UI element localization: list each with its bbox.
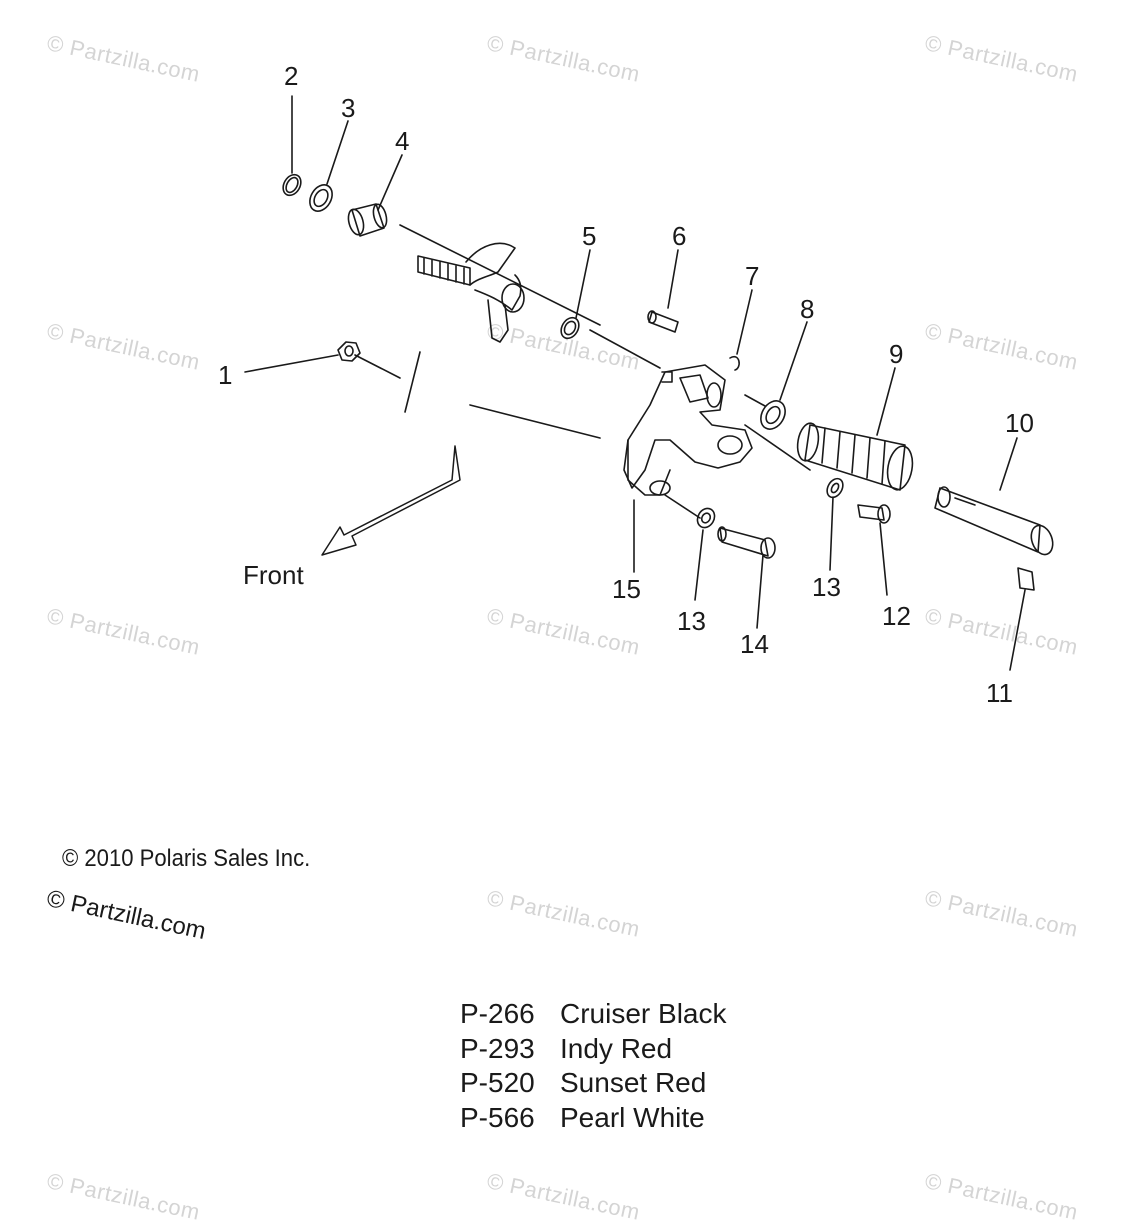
part-shift-peg — [934, 486, 1054, 556]
part-nut — [337, 341, 361, 362]
watermark: © Partzilla.com — [484, 885, 643, 942]
leader-line — [1009, 589, 1026, 671]
color-code-row: P-293 Indy Red — [460, 1032, 726, 1067]
shaft-axis-line — [404, 351, 421, 413]
watermark: © Partzilla.com — [44, 1168, 203, 1225]
leader-line — [736, 289, 753, 355]
callout-14: 14 — [740, 629, 769, 659]
part-set-screw — [1017, 567, 1035, 591]
part-o-ring — [560, 316, 580, 340]
part-washer — [309, 184, 333, 212]
shaft-axis-line — [744, 424, 811, 471]
color-name: Sunset Red — [560, 1067, 707, 1098]
copyright-notice: © 2010 Polaris Sales Inc. — [62, 845, 311, 872]
callout-11: 11 — [986, 678, 1013, 708]
part-shift-shaft — [417, 242, 525, 343]
color-code: P-266 — [460, 998, 535, 1029]
front-arrow-icon — [321, 445, 461, 556]
callout-8: 8 — [800, 294, 814, 324]
color-name: Pearl White — [560, 1101, 705, 1133]
leader-line — [377, 154, 403, 211]
color-code: P-293 — [460, 1032, 535, 1064]
part-bolt — [857, 504, 891, 524]
part-clip — [729, 355, 740, 371]
leader-line — [694, 529, 704, 601]
leader-line — [575, 249, 591, 319]
front-label: Front — [243, 560, 304, 590]
shaft-axis-line — [664, 494, 701, 519]
callout-10: 10 — [1005, 408, 1034, 438]
part-washer — [760, 400, 786, 430]
color-code-row: P-566 Pearl White — [460, 1101, 726, 1136]
callout-7: 7 — [745, 261, 759, 291]
leader-line — [756, 554, 764, 629]
watermark: © Partzilla.com — [922, 1168, 1081, 1225]
shaft-axis-line — [589, 329, 661, 369]
callout-9: 9 — [889, 339, 903, 369]
leader-line — [779, 321, 808, 401]
part-snap-ring — [282, 173, 302, 197]
callout-5: 5 — [582, 221, 596, 251]
leader-line — [829, 496, 834, 571]
callout-6: 6 — [672, 221, 686, 251]
leader-line — [999, 437, 1018, 491]
partzilla-mark: © Partzilla.com — [44, 885, 209, 946]
callout-3: 3 — [341, 93, 355, 123]
exploded-parts-diagram: 1 2 3 4 5 6 7 8 9 10 11 12 13 13 14 15 F… — [218, 61, 1054, 708]
watermark: © Partzilla.com — [484, 1168, 643, 1225]
shaft-axis-line — [354, 354, 401, 379]
color-name: Cruiser Black — [560, 998, 727, 1029]
shaft-axis-line — [744, 394, 766, 407]
callout-13: 13 — [677, 606, 706, 636]
callout-4: 4 — [395, 126, 409, 156]
callout-labels: 1 2 3 4 5 6 7 8 9 10 11 12 13 13 14 15 F… — [218, 61, 1034, 708]
leader-line — [879, 522, 888, 596]
leader-line — [876, 367, 896, 436]
leader-line — [667, 249, 679, 309]
callout-2: 2 — [284, 61, 298, 91]
color-code: P-520 — [460, 1067, 535, 1098]
part-washer — [696, 507, 716, 529]
part-washer — [826, 477, 844, 499]
color-code: P-566 — [460, 1101, 535, 1133]
part-shift-peg-rubber — [796, 422, 914, 491]
part-pin — [647, 310, 679, 333]
callout-1: 1 — [218, 360, 232, 390]
watermark: © Partzilla.com — [922, 885, 1081, 942]
part-long-bolt — [717, 526, 776, 559]
color-code-table: P-266 Cruiser Black P-293 Indy Red P-520… — [460, 997, 726, 1135]
callout-12: 12 — [882, 601, 911, 631]
leader-line — [326, 120, 349, 185]
part-bushing — [347, 203, 388, 237]
callout-13: 13 — [812, 572, 841, 602]
color-code-row: P-520 Sunset Red — [460, 1066, 726, 1101]
color-name: Indy Red — [560, 1032, 673, 1064]
callout-15: 15 — [612, 574, 641, 604]
color-code-row: P-266 Cruiser Black — [460, 997, 726, 1032]
shaft-axis-line — [399, 224, 601, 326]
leader-line — [244, 354, 339, 373]
shaft-axis-line — [469, 404, 601, 439]
part-shift-lever-arm — [623, 364, 753, 496]
